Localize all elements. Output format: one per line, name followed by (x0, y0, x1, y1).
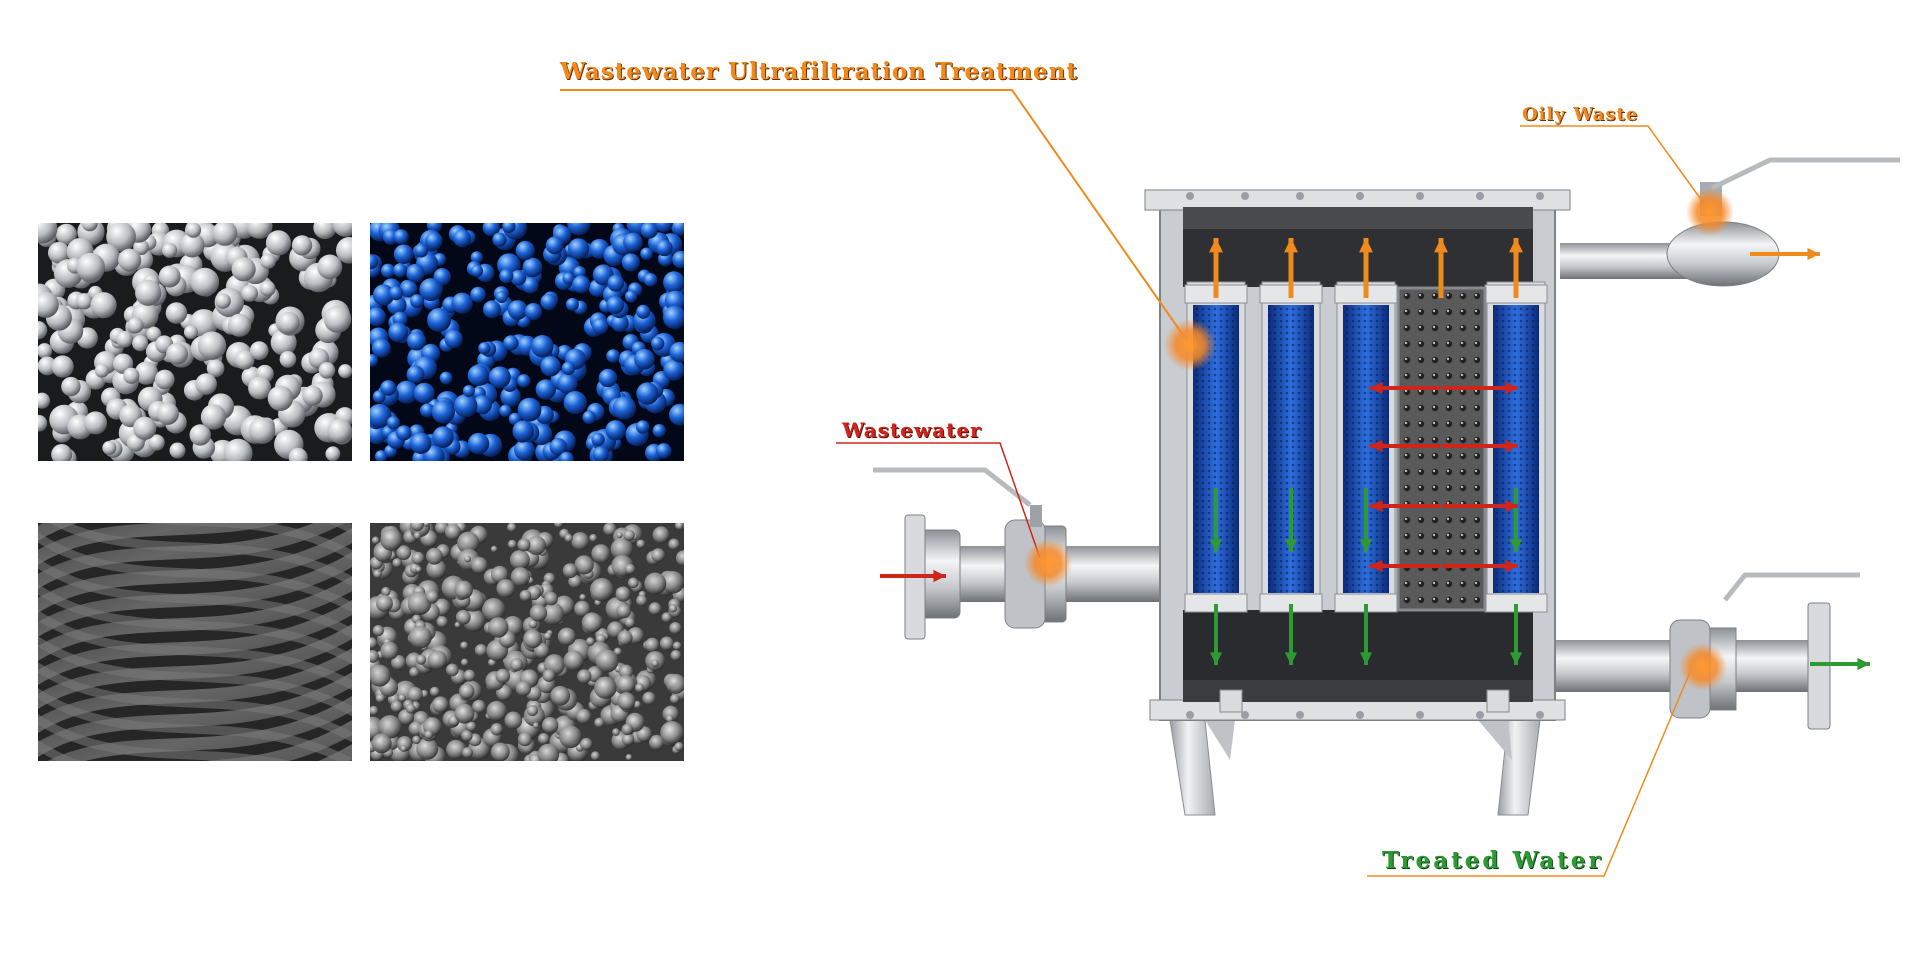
diagram-title: Wastewater Ultrafiltration Treatment (560, 58, 1078, 85)
highlight-hotspots (1024, 188, 1734, 691)
flow-arrows (880, 238, 1870, 671)
gray-fiber-micrograph (38, 523, 352, 761)
wastewater-label: Wastewater (842, 418, 982, 442)
blue-spheres-micrograph (370, 223, 684, 461)
oily-outlet-pipe (1560, 157, 1900, 287)
membrane-cartridges (1184, 281, 1548, 613)
callout-leaders (560, 89, 1711, 877)
support-legs (1169, 719, 1541, 816)
porous-surface-micrograph (370, 523, 684, 761)
center-pin-block (1396, 286, 1487, 612)
treated-water-label: Treated Water (1382, 847, 1604, 874)
oily-waste-label: Oily Waste (1522, 104, 1639, 125)
white-spheres-micrograph (38, 223, 352, 461)
